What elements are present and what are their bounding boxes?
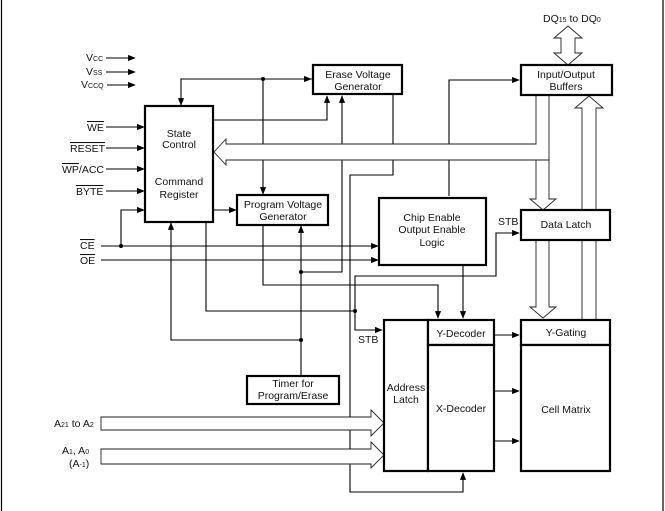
data-latch-block: Data Latch (519, 208, 612, 242)
dq-label: DQ15 to DQ0 (543, 13, 601, 25)
address-bus-high: A21 to A2 (54, 408, 385, 438)
y-decoder-block: Y-Decoder (426, 318, 496, 347)
wp-acc-label: WP/ACC (62, 164, 104, 176)
svg-text:Address: Address (387, 382, 426, 394)
x-decoder-block: X-Decoder (426, 343, 496, 473)
bus-gating-to-buffers (573, 95, 605, 321)
timer-block: Timer for Program/Erase (245, 374, 341, 406)
svg-text:Program Voltage: Program Voltage (244, 199, 322, 211)
addr-high-label: A21 to A2 (54, 418, 94, 430)
cell-matrix-block: Cell Matrix (519, 343, 612, 473)
svg-text:State: State (167, 128, 192, 140)
svg-text:Latch: Latch (393, 394, 419, 406)
svg-text:Generator: Generator (259, 211, 307, 223)
svg-text:Timer for: Timer for (272, 378, 314, 390)
vcc-label: VCC (86, 52, 103, 64)
vss-label: VSS (86, 66, 103, 78)
address-latch-block: Address Latch (382, 318, 430, 473)
svg-text:Y-Gating: Y-Gating (546, 327, 587, 339)
svg-text:Output Enable: Output Enable (398, 224, 465, 236)
svg-text:X-Decoder: X-Decoder (436, 403, 487, 415)
vss-signal: VSS (86, 66, 136, 78)
addr-extra-label: (A-1) (69, 458, 89, 470)
vccq-label: VCCQ (81, 79, 104, 91)
program-voltage-generator-block: Program Voltage Generator (235, 193, 330, 227)
oe-label: OE (80, 255, 95, 267)
reset-signal: RESET (70, 143, 145, 155)
data-bus-to-state-control (213, 94, 550, 167)
svg-text:Logic: Logic (419, 237, 444, 249)
we-signal: WE (87, 122, 145, 134)
chip-enable-logic-block: Chip Enable Output Enable Logic (377, 196, 488, 267)
svg-text:Control: Control (162, 139, 196, 151)
byte-label: BYTE (76, 186, 103, 198)
svg-text:Input/Output: Input/Output (537, 69, 595, 81)
bus-to-data-latch (528, 159, 558, 211)
reset-label: RESET (70, 143, 106, 155)
wiring (167, 75, 520, 493)
svg-text:Register: Register (159, 189, 199, 201)
bus-latch-to-gating (528, 239, 558, 319)
stb-data-latch-label: STB (498, 216, 518, 228)
state-control-block: State Control Command Register (143, 104, 215, 224)
svg-text:Cell Matrix: Cell Matrix (541, 404, 591, 416)
addr-low-label: A1, A0 (62, 445, 89, 457)
oe-signal: OE (80, 255, 379, 267)
svg-text:Buffers: Buffers (549, 81, 582, 93)
io-buffers-block: Input/Output Buffers (519, 63, 614, 97)
dq-bus: DQ15 to DQ0 (543, 13, 601, 66)
erase-voltage-generator-block: Erase Voltage Generator (311, 63, 404, 96)
address-bus-low: A1, A0 (A-1) (62, 440, 385, 470)
stb-address-latch-label: STB (358, 334, 378, 346)
svg-text:Erase Voltage: Erase Voltage (325, 69, 391, 81)
we-label: WE (87, 122, 104, 134)
svg-text:Data Latch: Data Latch (541, 219, 592, 231)
ce-signal: CE (80, 206, 379, 252)
svg-text:Generator: Generator (334, 81, 382, 93)
vcc-signal: VCC (86, 52, 136, 64)
svg-text:Chip Enable: Chip Enable (403, 212, 460, 224)
vccq-signal: VCCQ (81, 79, 136, 91)
wp-acc-signal: WP/ACC (62, 164, 145, 176)
y-gating-block: Y-Gating (519, 318, 612, 347)
svg-text:Command: Command (155, 176, 204, 188)
svg-text:Program/Erase: Program/Erase (258, 390, 329, 402)
byte-signal: BYTE (76, 186, 145, 198)
svg-text:Y-Decoder: Y-Decoder (436, 328, 486, 340)
ce-label: CE (80, 240, 95, 252)
